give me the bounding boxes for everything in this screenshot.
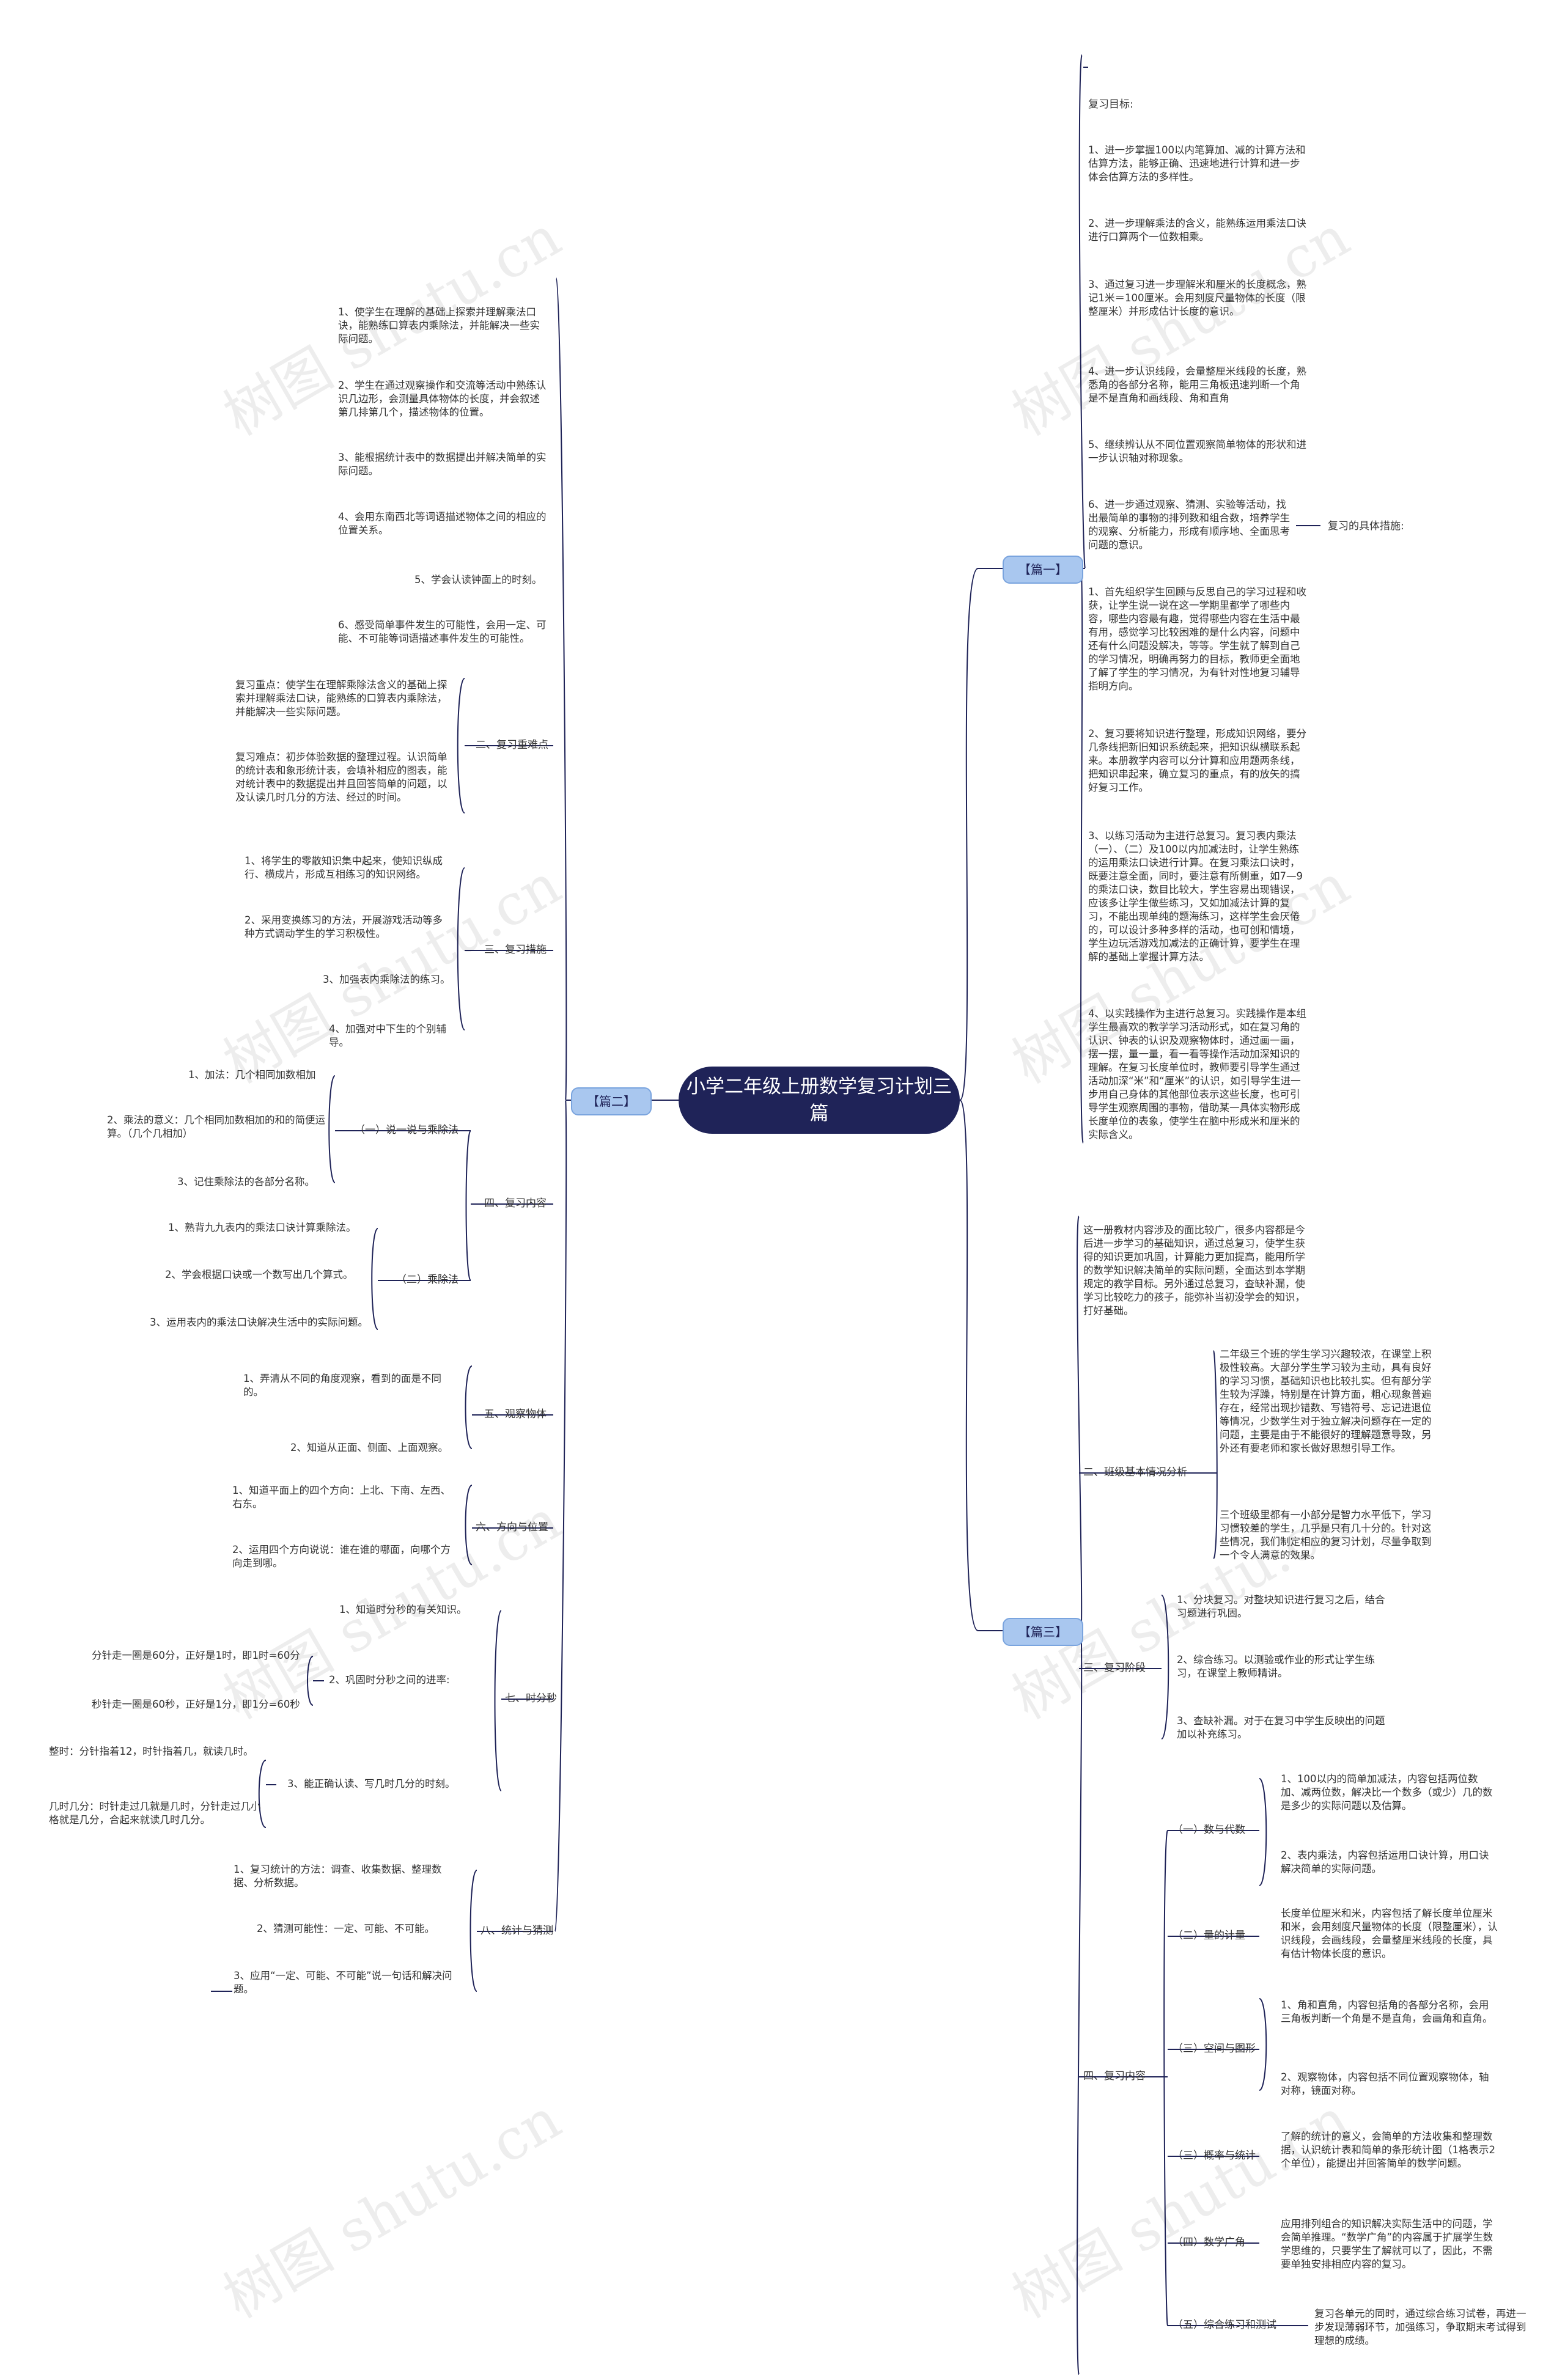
p2-time-item-3[interactable]: 3、能正确认读、写几时几分的时刻。 (287, 1778, 455, 1790)
p2-observe-item-2[interactable]: 2、知道从正面、侧面、上面观察。 (290, 1442, 448, 1453)
p2-stats-item-1[interactable]: 1、复习统计的方法：调查、收集数据、整理数据、分析数据。 (234, 1864, 442, 1889)
p2-time-item-2a[interactable]: 分针走一圈是60分，正好是1时，即1时=60分 (92, 1650, 300, 1661)
p2-key-label[interactable]: 二、复习重难点 (476, 739, 548, 751)
p2-item-6[interactable]: 6、感受简单事件发生的可能性，会用一定、可能、不可能等词语描述事件发生的可能性。 (338, 619, 547, 644)
p1-goal-3[interactable]: 3、通过复习进一步理解米和厘米的长度概念，熟记1米＝100厘米。会用刻度尺量物体… (1088, 279, 1306, 317)
p2-observe-item-1[interactable]: 1、弄清从不同的角度观察，看到的面是不同的。 (243, 1373, 441, 1398)
p2-observe-label[interactable]: 五、观察物体 (484, 1408, 547, 1420)
p3-content-s3-item-1[interactable]: 1、角和直角，内容包括角的各部分名称，会用三角板判断一个角是不是直角，会画角和直… (1281, 1999, 1493, 2024)
p2-time-item-3b[interactable]: 几时几分：时针走过几就是几时，分针走过几小格就是几分，合起来就读几时几分。 (49, 1801, 261, 1826)
section-p2[interactable]: 【篇二】 (571, 1087, 652, 1115)
p2-content-s2-item-2[interactable]: 2、学会根据口诀或一个数写出几个算式。 (165, 1269, 353, 1280)
p3-content-s1-item-1[interactable]: 1、100以内的简单加减法，内容包括两位数加、减两位数，解决比一个数多（或少）几… (1281, 1773, 1493, 1812)
p3-stage-item-3[interactable]: 3、查缺补漏。对于在复习中学生反映出的问题加以补充练习。 (1177, 1715, 1385, 1740)
p2-stats-label[interactable]: 八、统计与猜测 (481, 1925, 553, 1937)
p2-key-difficulty[interactable]: 复习难点：初步体验数据的整理过程。认识简单的统计表和象形统计表，会填补相应的图表… (235, 751, 447, 803)
p3-stage-item-2[interactable]: 2、综合练习。以测验或作业的形式让学生练习，在课堂上教师精讲。 (1177, 1654, 1375, 1679)
p2-time-label[interactable]: 七、时分秒 (505, 1692, 557, 1705)
p2-time-item-2b[interactable]: 秒针走一圈是60秒，正好是1分，即1分=60秒 (92, 1699, 300, 1710)
p1-goal-5[interactable]: 5、继续辨认从不同位置观察简单物体的形状和进一步认识轴对称现象。 (1088, 439, 1306, 464)
p2-item-1[interactable]: 1、使学生在理解的基础上探索并理解乘法口诀，能熟练口算表内乘除法，并能解决一些实… (338, 306, 540, 345)
p1-goal-4[interactable]: 4、进一步认识线段，会量整厘米线段的长度，熟悉角的各部分名称，能用三角板迅速判断… (1088, 365, 1306, 404)
root-node[interactable]: 小学二年级上册数学复习计划三篇 (679, 1067, 960, 1134)
p2-content-s2-label[interactable]: （二）乘除法 (396, 1274, 458, 1286)
p3-content-s2-item-1[interactable]: 长度单位厘米和米，内容包括了解长度单位厘米和米，会用刻度尺量物体的长度（限整厘米… (1281, 1908, 1498, 1959)
p1-goal-title[interactable]: 复习目标: (1088, 98, 1133, 111)
p1-goal-2[interactable]: 2、进一步理解乘法的含义，能熟练运用乘法口诀进行口算两个一位数相乘。 (1088, 218, 1306, 243)
p1-measure-1[interactable]: 1、首先组织学生回顾与反思自己的学习过程和收获，让学生说一说在这一学期里都学了哪… (1088, 586, 1306, 692)
section-p3[interactable]: 【篇三】 (1003, 1618, 1083, 1646)
p2-measures-label[interactable]: 三、复习措施 (484, 944, 547, 956)
p1-measures-label[interactable]: 复习的具体措施: (1328, 520, 1404, 532)
p1-measure-2[interactable]: 2、复习要将知识进行整理，形成知识网络，要分几条线把新旧知识系统起来，把知识纵横… (1088, 728, 1306, 793)
p2-direction-label[interactable]: 六、方向与位置 (476, 1521, 548, 1533)
p3-content-s2-label[interactable]: （二）量的计量 (1173, 1930, 1245, 1942)
p3-content-label[interactable]: 四、复习内容 (1083, 2070, 1146, 2082)
p2-item-5[interactable]: 5、学会认读钟面上的时刻。 (414, 574, 542, 586)
p3-intro[interactable]: 这一册教材内容涉及的面比较广，很多内容都是今后进一步学习的基础知识，通过总复习，… (1083, 1224, 1305, 1317)
p2-stats-item-3[interactable]: 3、应用“一定、可能、不可能”说一句话和解决问题。 (234, 1970, 452, 1995)
p3-content-s6-label[interactable]: （五）综合练习和测试 (1173, 2319, 1276, 2331)
p3-content-s6-item-1[interactable]: 复习各单元的同时，通过综合练习试卷，再进一步发现薄弱环节，加强练习，争取期末考试… (1314, 2308, 1526, 2346)
p2-measure-3[interactable]: 3、加强表内乘除法的练习。 (323, 974, 451, 985)
p2-content-s1-item-3[interactable]: 3、记住乘除法的各部分名称。 (177, 1176, 315, 1188)
section-p1[interactable]: 【篇一】 (1003, 556, 1083, 584)
p1-goal-6[interactable]: 6、进一步通过观察、猜测、实验等活动，找出最简单的事物的排列数和组合数，培养学生… (1088, 499, 1290, 551)
p2-direction-item-1[interactable]: 1、知道平面上的四个方向：上北、下南、左西、右东。 (232, 1485, 451, 1510)
p2-stats-item-2[interactable]: 2、猜测可能性：一定、可能、不可能。 (257, 1923, 435, 1934)
p3-content-s5-item-1[interactable]: 应用排列组合的知识解决实际生活中的问题，学会简单推理。“数学广角”的内容属于扩展… (1281, 2218, 1493, 2270)
p2-content-s2-item-1[interactable]: 1、熟背九九表内的乘法口诀计算乘除法。 (168, 1222, 356, 1233)
p2-measure-4[interactable]: 4、加强对中下生的个别辅导。 (329, 1023, 446, 1048)
p1-measure-4[interactable]: 4、以实践操作为主进行总复习。实践操作是本组学生最喜欢的教学学习活动形式，如在复… (1088, 1008, 1306, 1140)
p3-content-s5-label[interactable]: （四）数学广角 (1173, 2236, 1245, 2249)
p3-content-s3-label[interactable]: （三）空间与图形 (1173, 2043, 1256, 2055)
p2-content-label[interactable]: 四、复习内容 (484, 1197, 547, 1210)
p3-content-s4-item-1[interactable]: 了解的统计的意义，会简单的方法收集和整理数据，认识统计表和简单的条形统计图（1格… (1281, 2131, 1495, 2169)
p2-measure-2[interactable]: 2、采用变换练习的方法，开展游戏活动等多种方式调动学生的学习积极性。 (245, 914, 443, 939)
p3-stage-item-1[interactable]: 1、分块复习。对整块知识进行复习之后，结合习题进行巩固。 (1177, 1594, 1385, 1619)
p2-direction-item-2[interactable]: 2、运用四个方向说说：谁在谁的哪面，向哪个方向走到哪。 (232, 1544, 451, 1569)
p3-class-text-1[interactable]: 二年级三个班的学生学习兴趣较浓，在课堂上积极性较高。大部分学生学习较为主动，具有… (1220, 1348, 1432, 1454)
p2-content-s1-item-1[interactable]: 1、加法：几个相同加数相加 (188, 1069, 316, 1081)
p2-key-focus[interactable]: 复习重点：使学生在理解乘除法含义的基础上探索并理解乘法口诀，能熟练的口算表内乘除… (235, 679, 447, 718)
p2-item-2[interactable]: 2、学生在通过观察操作和交流等活动中熟练认识几边形，会测量具体物体的长度，并会叙… (338, 380, 547, 418)
p2-time-item-3a[interactable]: 整时：分针指着12，时针指着几，就读几时。 (49, 1746, 254, 1757)
p3-class-label[interactable]: 二、班级基本情况分析 (1083, 1466, 1187, 1478)
p2-item-3[interactable]: 3、能根据统计表中的数据提出并解决简单的实际问题。 (338, 452, 547, 477)
p3-class-text-2[interactable]: 三个班级里都有一小部分是智力水平低下，学习习惯较差的学生，几乎是只有几十分的。针… (1220, 1509, 1432, 1561)
p2-content-s1-label[interactable]: （一）说一说与乘除法 (355, 1124, 458, 1136)
p1-goal-1[interactable]: 1、进一步掌握100以内笔算加、减的计算方法和估算方法，能够正确、迅速地进行计算… (1088, 144, 1306, 183)
p1-measure-3[interactable]: 3、以练习活动为主进行总复习。复习表内乘法（一）、（二）及100以内加减法时，让… (1088, 830, 1303, 963)
p3-content-s1-item-2[interactable]: 2、表内乘法，内容包括运用口诀计算，用口诀解决简单的实际问题。 (1281, 1849, 1489, 1875)
p2-content-s2-item-3[interactable]: 3、运用表内的乘法口诀解决生活中的实际问题。 (150, 1317, 368, 1328)
p2-time-item-2[interactable]: 2、巩固时分秒之间的进率: (329, 1674, 450, 1686)
p2-time-item-1[interactable]: 1、知道时分秒的有关知识。 (339, 1604, 467, 1615)
p2-measure-1[interactable]: 1、将学生的零散知识集中起来，使知识纵成行、横成片，形成互相练习的知识网络。 (245, 855, 443, 880)
p2-content-s1-item-2[interactable]: 2、乘法的意义：几个相同加数相加的和的简便运算。（几个几相加） (107, 1114, 325, 1139)
p3-content-s4-label[interactable]: （三）概率与统计 (1173, 2150, 1256, 2162)
p2-item-4[interactable]: 4、会用东南西北等词语描述物体之间的相应的位置关系。 (338, 511, 547, 536)
p3-stage-label[interactable]: 三、复习阶段 (1083, 1662, 1146, 1674)
p3-content-s1-label[interactable]: （一）数与代数 (1173, 1824, 1245, 1836)
p3-content-s3-item-2[interactable]: 2、观察物体，内容包括不同位置观察物体，轴对称，镜面对称。 (1281, 2071, 1489, 2096)
